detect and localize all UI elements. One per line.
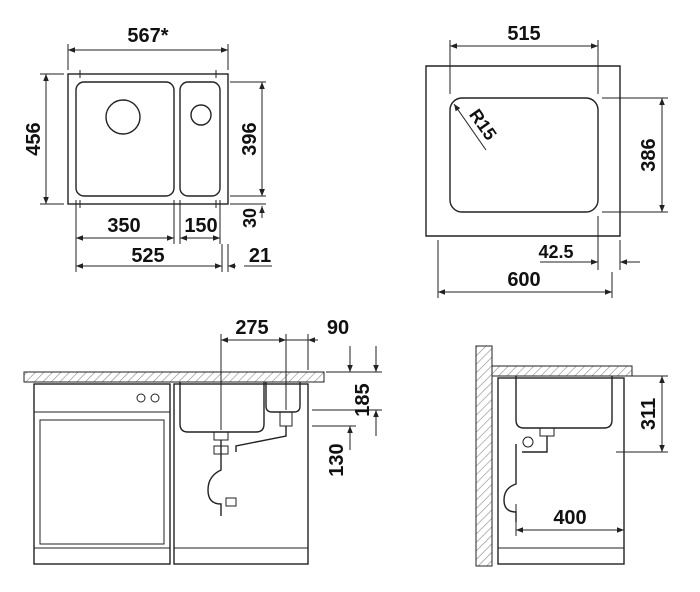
front-view: 275 90 185 130 (23, 317, 382, 565)
control-knob (136, 393, 146, 403)
side-bowl (515, 376, 613, 429)
control-knob (150, 393, 160, 403)
dim-small-bowl-width: 150 (184, 215, 217, 237)
small-bowl (179, 81, 221, 197)
drain-fitting (213, 431, 229, 441)
side-trap-pipe (503, 444, 517, 522)
dim-inner-width: 525 (131, 245, 164, 267)
dim-drain-height: 130 (326, 443, 348, 476)
dishwasher-door (39, 419, 165, 545)
front-small-bowl (265, 382, 301, 413)
dim-inner-height: 396 (239, 122, 261, 155)
dim-rim-offset: 30 (240, 208, 260, 228)
side-pipe-joint (522, 436, 534, 448)
small-drain (190, 104, 212, 126)
dim-drain-spacing: 275 (235, 317, 268, 339)
dim-cutout-height: 386 (638, 138, 660, 171)
front-main-bowl (179, 382, 265, 433)
wall (475, 345, 493, 567)
dim-cabinet-width: 600 (507, 269, 540, 291)
main-drain (105, 99, 141, 135)
pipe-joint (213, 445, 229, 455)
dim-corner-radius: R15 (465, 105, 500, 144)
top-right-view: 515 386 R15 42.5 600 (425, 23, 668, 298)
trap-pipe (207, 440, 222, 516)
side-drain-fitting (539, 427, 555, 437)
sink-cabinet (173, 383, 309, 565)
dim-cutout-width: 515 (507, 23, 540, 45)
dim-edge-offset-right: 42.5 (538, 242, 573, 262)
countertop (23, 371, 325, 383)
dim-bowl-depth: 185 (352, 383, 374, 416)
top-left-view: 567* 456 396 30 350 150 525 21 (23, 25, 272, 272)
dim-main-bowl-width: 350 (107, 215, 140, 237)
dim-second-drain-offset: 90 (327, 317, 349, 339)
overflow-pipe (235, 426, 287, 452)
dim-side-depth: 311 (638, 398, 660, 430)
dishwasher-cabinet (33, 383, 171, 565)
dim-overall-height: 456 (23, 122, 45, 155)
sink-outer-outline (67, 73, 229, 205)
dim-edge-offset: 21 (249, 245, 271, 267)
side-view: 311 400 (475, 345, 668, 567)
side-countertop (491, 365, 633, 377)
pipe-joint (225, 497, 237, 507)
main-bowl (75, 81, 175, 197)
drain-fitting (279, 411, 293, 427)
dim-trap-distance: 400 (553, 507, 586, 529)
inner-sink (449, 97, 599, 213)
side-outlet-pipe (522, 436, 548, 453)
cutout-outline (425, 65, 621, 237)
dim-overall-width: 567* (127, 25, 168, 47)
side-cabinet (497, 377, 625, 565)
